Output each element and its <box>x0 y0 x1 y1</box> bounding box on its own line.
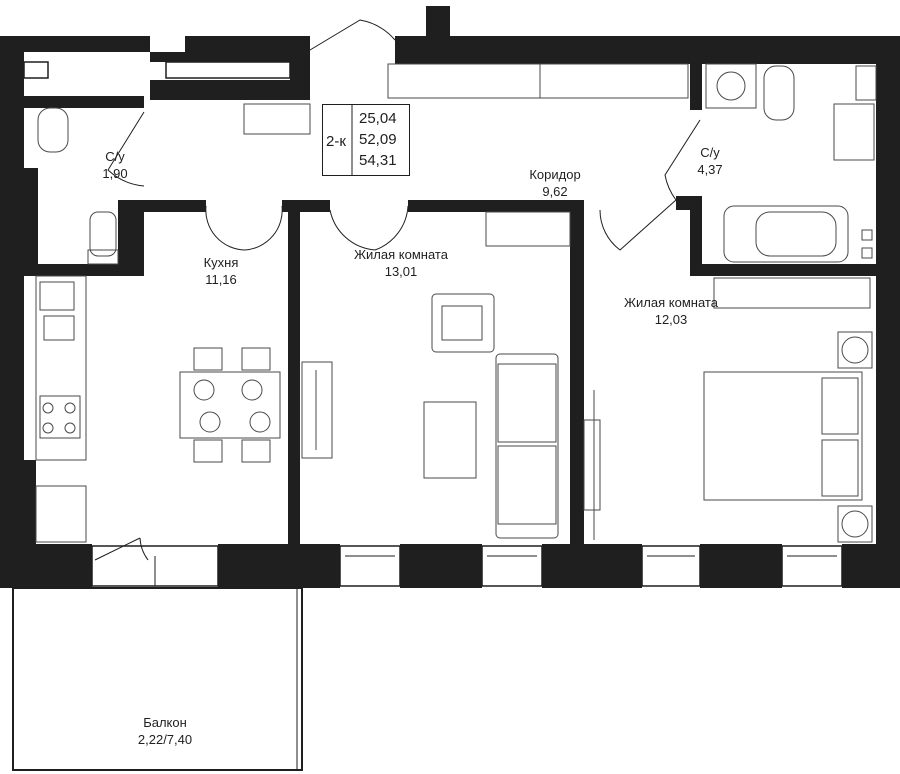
window-frames <box>94 537 837 586</box>
room-area: 2,22/7,40 <box>137 732 193 747</box>
apartment-type: 2-к <box>326 133 346 150</box>
room-name: Балкон <box>143 715 187 730</box>
room-area: 4,37 <box>697 162 723 177</box>
room-area: 9,62 <box>542 184 568 199</box>
furniture <box>35 63 877 543</box>
balcony-outline <box>12 587 303 771</box>
walls <box>0 6 900 588</box>
room-label-living-2: Жилая комната 12,03 <box>610 294 732 328</box>
room-label-bath-right: С/у 4,37 <box>682 144 738 178</box>
room-label-kitchen: Кухня 11,16 <box>186 254 256 288</box>
room-name: Кухня <box>203 255 239 270</box>
room-name: Жилая комната <box>624 295 718 310</box>
room-name: Коридор <box>529 167 581 182</box>
room-area: 13,01 <box>384 264 418 279</box>
room-label-bath-left: С/у 1,90 <box>88 148 142 182</box>
room-name: Жилая комната <box>354 247 448 262</box>
apartment-area-summary: 2-к 25,04 52,09 54,31 <box>322 104 410 176</box>
room-area: 11,16 <box>205 272 237 287</box>
total-area: 52,09 <box>359 131 397 148</box>
room-area: 1,90 <box>102 166 128 181</box>
windows <box>23 61 843 587</box>
room-name: С/у <box>700 145 720 160</box>
room-area: 12,03 <box>654 312 688 327</box>
area-summary-frame <box>322 104 410 176</box>
apartment-areas: 25,04 52,09 54,31 <box>359 108 397 171</box>
room-label-corridor: Коридор 9,62 <box>510 166 600 200</box>
total-area-with-balcony: 54,31 <box>359 152 397 169</box>
room-name: С/у <box>105 149 125 164</box>
room-label-living-1: Жилая комната 13,01 <box>340 246 462 280</box>
living-area: 25,04 <box>359 110 397 127</box>
door-swings <box>107 19 701 561</box>
room-label-balcony: Балкон 2,22/7,40 <box>120 714 210 748</box>
